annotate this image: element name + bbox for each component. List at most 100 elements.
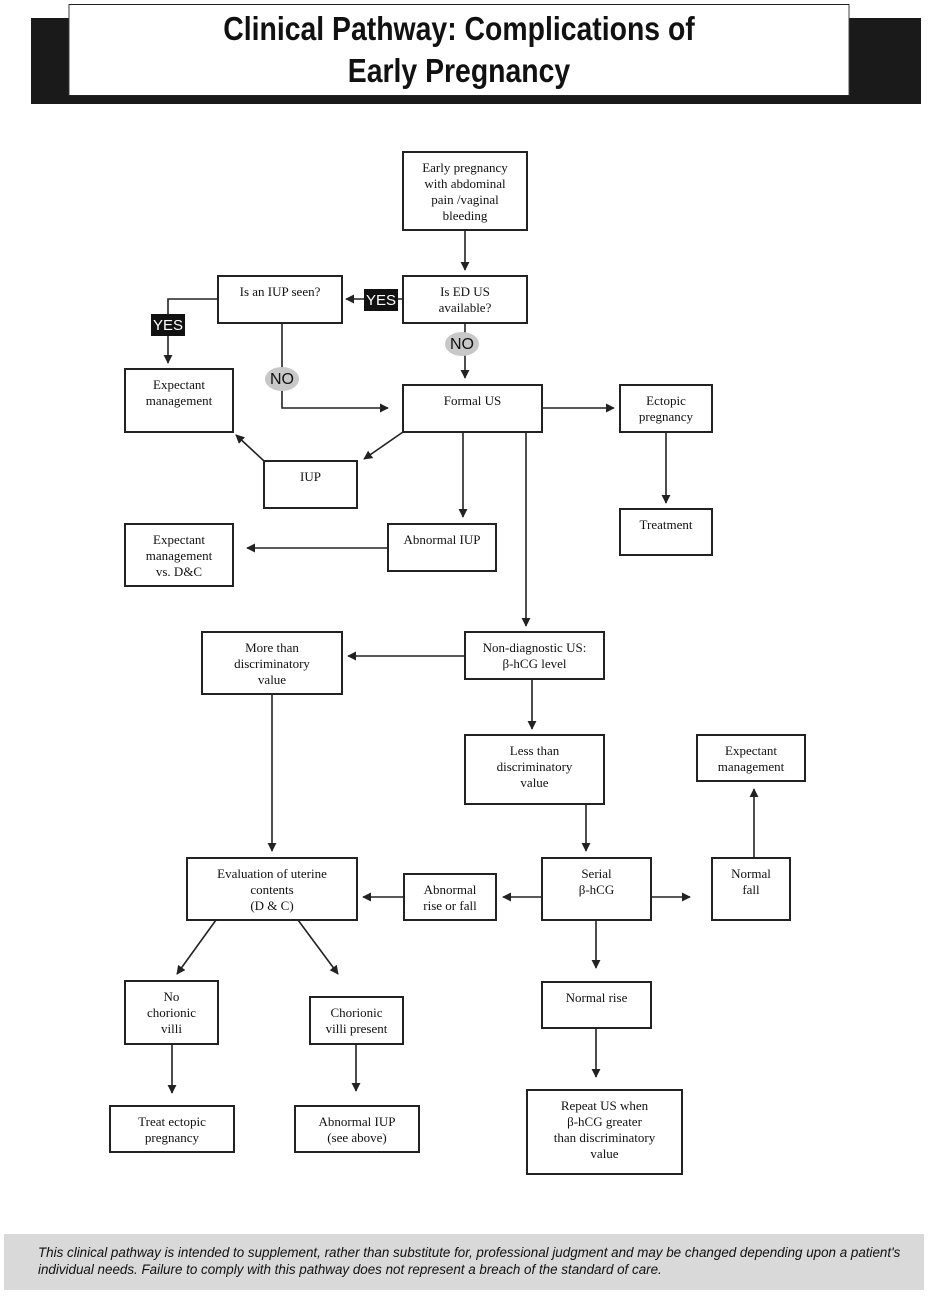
disclaimer: This clinical pathway is intended to sup…	[4, 1234, 924, 1290]
node-box	[124, 980, 219, 1045]
node-label-line: Normal	[731, 866, 771, 881]
node-label-line: More than	[245, 640, 299, 655]
node-box	[263, 460, 358, 509]
node-label-line: discriminatory	[234, 656, 310, 671]
node-label-line: than discriminatory	[554, 1130, 656, 1145]
node-abnormal-iup-above: Abnormal IUP(see above)	[294, 1105, 420, 1153]
node-label-line: rise or fall	[423, 898, 477, 913]
yes-tag-label: YES	[366, 292, 396, 309]
node-label-line: value	[258, 672, 286, 687]
node-box	[109, 1105, 235, 1153]
node-label-line: value	[590, 1146, 618, 1161]
node-label-line: fall	[742, 882, 760, 897]
connector-arrow	[235, 434, 265, 462]
yes-tag-background	[151, 314, 185, 336]
node-label-line: pregnancy	[145, 1130, 200, 1145]
node-label-line: Formal US	[444, 393, 501, 408]
no-branch-tag: NO	[445, 332, 479, 356]
node-box	[696, 734, 806, 782]
node-label-line: IUP	[300, 469, 321, 484]
node-label-line: No	[164, 989, 180, 1004]
node-label-line: villi	[161, 1021, 182, 1036]
title-line-1: Clinical Pathway: Complications of	[223, 10, 695, 47]
connector-arrow	[281, 323, 389, 413]
node-label-line: β-hCG	[579, 882, 615, 897]
node-label-line: management	[146, 548, 213, 563]
node-box	[711, 857, 791, 921]
node-label-line: Normal rise	[566, 990, 628, 1005]
connector-arrow	[163, 298, 218, 364]
node-label-line: Less than	[510, 743, 560, 758]
node-label-line: (D & C)	[250, 898, 293, 913]
node-label-line: management	[146, 393, 213, 408]
node-box	[541, 857, 652, 921]
node-box	[619, 508, 713, 556]
title-line-2: Early Pregnancy	[347, 52, 571, 89]
yes-branch-tag: YES	[151, 314, 185, 336]
no-tag-background	[445, 332, 479, 356]
node-box	[186, 857, 358, 921]
node-label-line: Ectopic	[646, 393, 686, 408]
node-treatment: Treatment	[619, 508, 713, 556]
node-formal-us: Formal US	[402, 384, 543, 433]
node-label-line: Repeat US when	[561, 1098, 649, 1113]
node-box	[619, 384, 713, 433]
node-label-line: Expectant	[153, 532, 205, 547]
node-label-line: β-hCG level	[502, 656, 566, 671]
node-label-line: pregnancy	[639, 409, 694, 424]
node-box	[464, 631, 605, 680]
node-box	[309, 996, 404, 1045]
node-label-line: β-hCG greater	[567, 1114, 643, 1129]
node-iup-seen: Is an IUP seen?	[217, 275, 343, 324]
node-box	[124, 523, 234, 587]
connector-arrow	[363, 431, 404, 460]
node-label-line: vs. D&C	[156, 564, 202, 579]
node-box	[402, 151, 528, 231]
node-label-line: Expectant	[725, 743, 777, 758]
node-box	[402, 384, 543, 433]
node-label-line: Is ED US	[440, 284, 490, 299]
node-label-line: Abnormal	[424, 882, 477, 897]
node-label-line: chorionic	[147, 1005, 196, 1020]
node-box	[201, 631, 343, 695]
no-tag-label: NO	[270, 371, 294, 388]
node-box	[217, 275, 343, 324]
node-label-line: management	[718, 759, 785, 774]
node-label-line: Is an IUP seen?	[240, 284, 321, 299]
node-box	[124, 368, 234, 433]
node-label-line: Expectant	[153, 377, 205, 392]
yes-tag-background	[364, 289, 398, 311]
connector-arrow	[297, 919, 339, 975]
node-box	[541, 981, 652, 1029]
yes-branch-tag: YES	[364, 289, 398, 311]
node-label-line: pain /vaginal	[431, 192, 499, 207]
node-box	[403, 873, 497, 921]
node-label-line: Treat ectopic	[138, 1114, 206, 1129]
node-iup: IUP	[263, 460, 358, 509]
node-box	[387, 523, 497, 572]
yes-tag-label: YES	[153, 317, 183, 334]
node-label-line: contents	[250, 882, 293, 897]
node-label-line: Non-diagnostic US:	[483, 640, 587, 655]
connector-arrow	[176, 919, 217, 975]
node-label-line: Chorionic	[331, 1005, 383, 1020]
node-label-line: with abdominal	[424, 176, 506, 191]
no-tag-background	[265, 367, 299, 391]
node-label-line: Serial	[581, 866, 612, 881]
no-tag-label: NO	[450, 336, 474, 353]
node-label-line: villi present	[326, 1021, 388, 1036]
node-label-line: bleeding	[443, 208, 488, 223]
node-label-line: Treatment	[640, 517, 693, 532]
